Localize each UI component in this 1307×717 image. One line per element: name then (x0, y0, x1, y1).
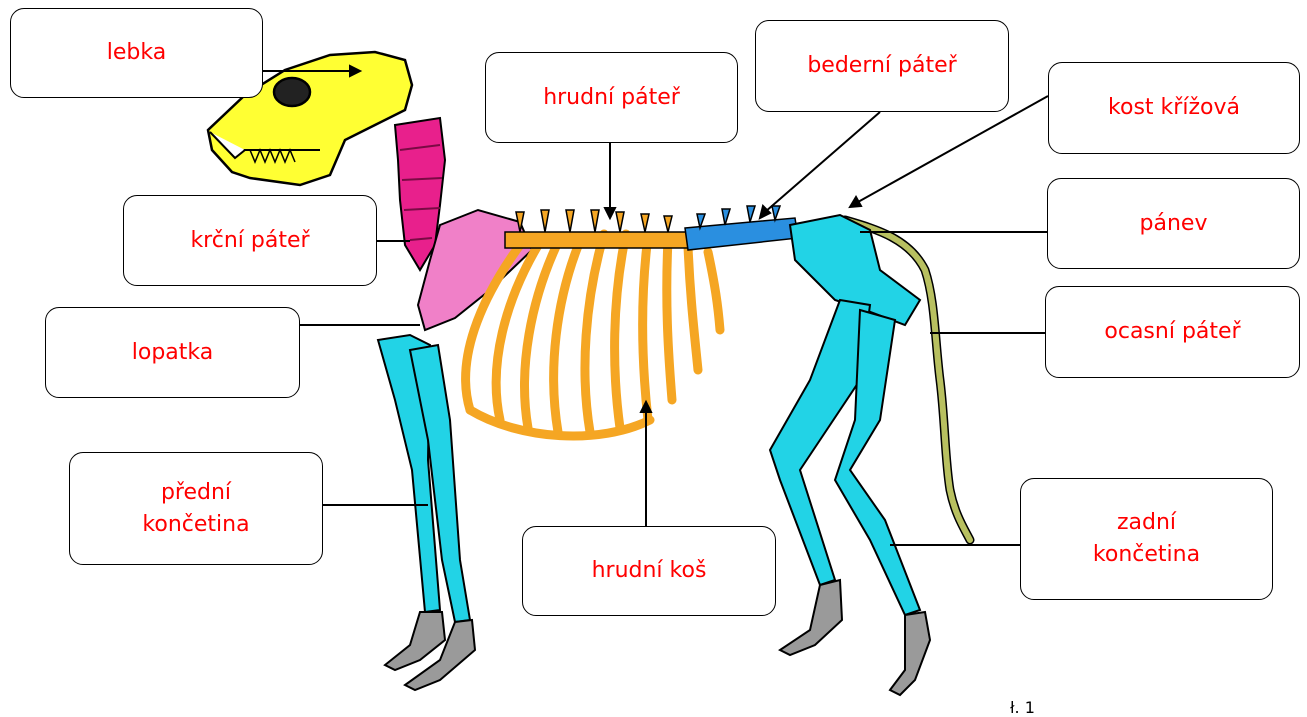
rib-cage (466, 234, 720, 436)
label-lebka-text: lebka (107, 37, 166, 69)
label-kost-krizova-text: kost křížová (1108, 92, 1240, 124)
label-ocasni-pater-text: ocasní páteř (1104, 316, 1240, 348)
thoracic-spine (505, 210, 690, 248)
label-lopatka: lopatka (45, 307, 300, 398)
label-hrudni-pater: hrudní páteř (485, 52, 738, 143)
figure-number: ł. 1 (1010, 698, 1035, 717)
label-panev-text: pánev (1140, 208, 1208, 240)
hind-limbs (770, 300, 920, 615)
label-lebka: lebka (10, 8, 263, 98)
label-zadni-koncetina: zadní končetina (1020, 478, 1273, 600)
label-krcni-pater-text: krční páteř (190, 225, 309, 257)
label-hrudni-kos: hrudní koš (522, 526, 776, 616)
label-krcni-pater: krční páteř (123, 195, 377, 286)
lumbar-spine (685, 206, 798, 250)
label-bederni-pater: bederní páteř (755, 20, 1009, 112)
label-ocasni-pater: ocasní páteř (1045, 286, 1300, 378)
label-predni-koncetina: přední končetina (69, 452, 323, 565)
label-bederni-pater-text: bederní páteř (807, 50, 956, 82)
label-hrudni-kos-text: hrudní koš (592, 555, 707, 587)
label-panev: pánev (1047, 178, 1300, 269)
label-hrudni-pater-text: hrudní páteř (543, 82, 680, 114)
label-predni-koncetina-text: přední končetina (142, 477, 249, 541)
front-limbs (378, 335, 470, 622)
label-kost-krizova: kost křížová (1048, 62, 1300, 154)
label-zadni-koncetina-text: zadní končetina (1093, 507, 1200, 571)
label-lopatka-text: lopatka (132, 337, 213, 369)
